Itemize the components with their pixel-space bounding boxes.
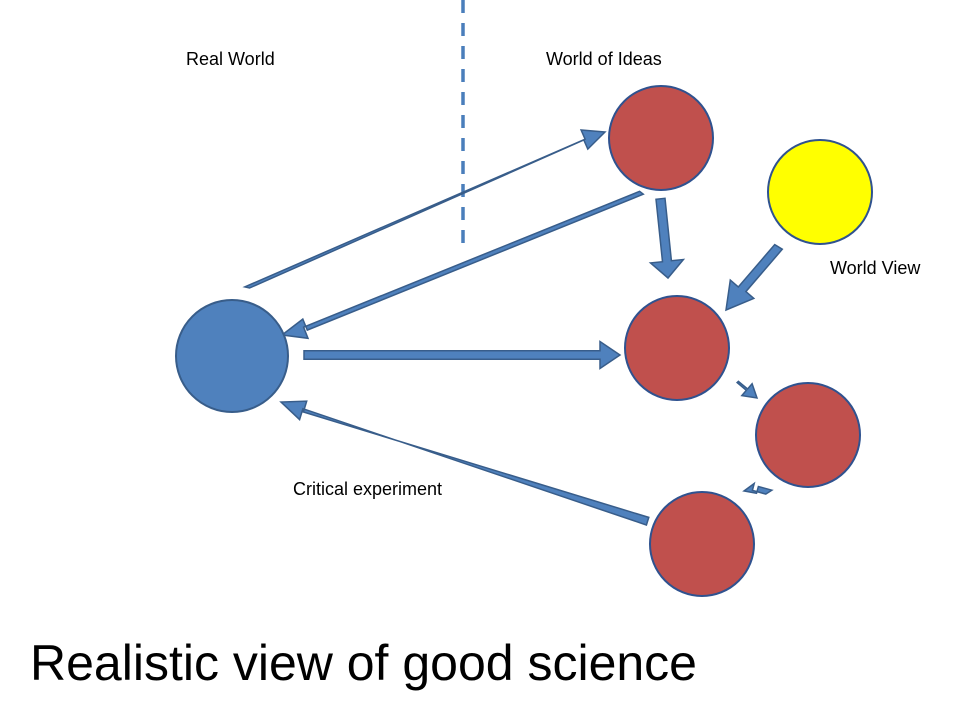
arrow-idea-mid-to-idea-right: [735, 380, 759, 399]
label-real-world: Real World: [186, 49, 275, 69]
arrow-real-to-idea-mid: [303, 340, 622, 370]
label-critical-experiment: Critical experiment: [293, 479, 442, 499]
arrow-idea-right-to-idea-bottom: [742, 481, 774, 495]
arrow-idea-top-to-idea-mid: [648, 197, 686, 280]
idea-node-middle: [624, 295, 730, 401]
label-world-view: World View: [830, 258, 921, 278]
arrows: [242, 129, 784, 526]
arrow-idea-top-to-real: [280, 190, 645, 340]
arrow-real-to-idea-top: [242, 129, 607, 289]
arrow-world-view-to-idea-mid: [725, 243, 784, 312]
real-world-node: [175, 299, 289, 413]
world-view-node: [767, 139, 873, 245]
arrow-idea-bottom-to-real: [279, 400, 650, 526]
label-world-of-ideas: World of Ideas: [546, 49, 662, 69]
idea-node-top: [608, 85, 714, 191]
slide-title: Realistic view of good science: [30, 635, 697, 691]
idea-node-right: [755, 382, 861, 488]
idea-node-bottom: [649, 491, 755, 597]
